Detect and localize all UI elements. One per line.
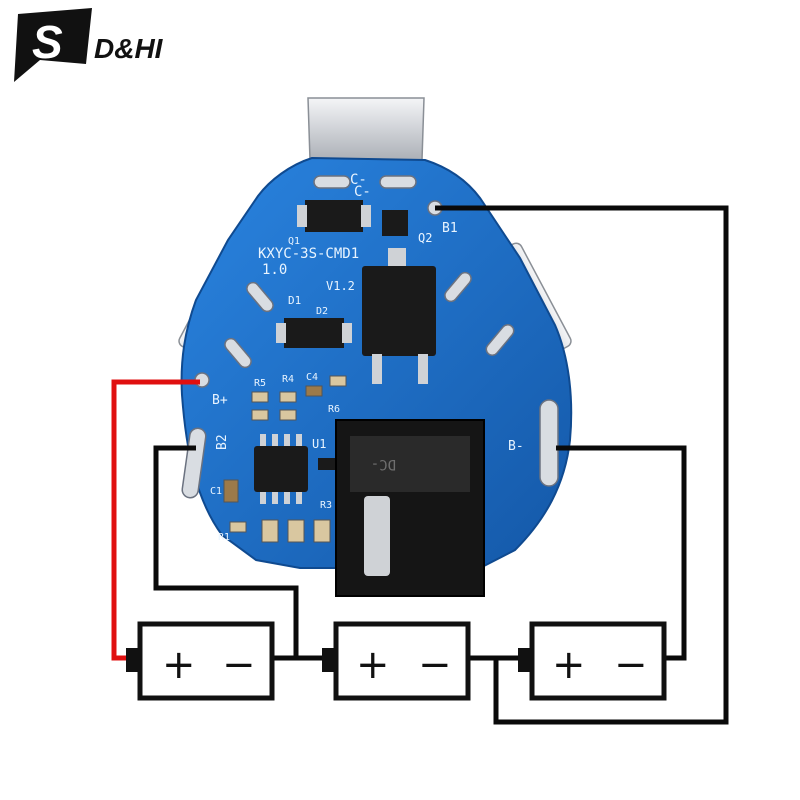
component-small-right <box>318 458 340 470</box>
diode-d2 <box>284 318 344 348</box>
resistor-bottom-1 <box>261 519 279 543</box>
battery-1-plus: + <box>162 642 196 688</box>
battery-1-minus: − <box>222 642 256 688</box>
pad-slot-left-lower <box>224 337 252 369</box>
label-c-minus-2: C- <box>354 184 371 200</box>
capacitor-c1 <box>223 479 239 503</box>
resistor-small-1 <box>251 409 269 421</box>
battery-3-plus: + <box>552 642 586 688</box>
ic-u1-pins <box>260 434 302 504</box>
battery-2-plus: + <box>356 642 390 688</box>
wire-b-plus-red <box>111 379 200 661</box>
mosfet-leg-2 <box>418 354 428 384</box>
pad-slot-left-upper <box>246 281 274 313</box>
pad-slot-b-minus <box>539 399 559 487</box>
label-r4: R4 <box>282 374 294 385</box>
battery-2-minus: − <box>418 642 452 688</box>
label-c4: C4 <box>306 372 318 383</box>
resistor-r1 <box>229 521 247 533</box>
dc-jack-face <box>350 436 470 492</box>
transistor-q2 <box>382 210 408 236</box>
battery-2-body <box>333 621 471 701</box>
label-b-minus: B- <box>508 439 524 454</box>
label-c1: C1 <box>210 486 222 497</box>
resistor-r5 <box>251 391 269 403</box>
pad-slot-right-lower <box>485 324 515 356</box>
logo-badge-icon <box>14 8 92 82</box>
wire-b2 <box>153 445 330 661</box>
label-b2: B2 <box>215 434 230 450</box>
ic-u1 <box>254 446 308 492</box>
label-r1: R1 <box>218 532 230 543</box>
brand-logo: S D&HI <box>14 8 164 82</box>
components <box>223 200 485 597</box>
battery-3-terminal <box>518 648 532 672</box>
diode-d1-lead <box>297 205 307 227</box>
diode-d1-lead-2 <box>361 205 371 227</box>
resistor-bottom-3 <box>313 519 331 543</box>
label-r5: R5 <box>254 378 266 389</box>
label-r6: R6 <box>328 404 340 415</box>
label-dc-marking: DC- <box>371 456 396 472</box>
label-b-plus: B+ <box>212 393 228 408</box>
battery-3-body <box>529 621 667 701</box>
mosfet-leg-1 <box>372 354 382 384</box>
diode-d2-lead <box>276 323 286 343</box>
label-d1: D1 <box>288 294 301 307</box>
logo-mark: S <box>32 16 63 68</box>
pad-slot-right-upper <box>444 271 472 303</box>
resistor-r4 <box>279 391 297 403</box>
wire-b-minus <box>556 445 687 661</box>
silkscreen: C- C- KXYC-3S-CMD1 1.0 V1.2 Q1 Q2 B1 D1 … <box>210 172 524 543</box>
label-u1: U1 <box>312 437 326 451</box>
battery-2: + − <box>322 621 471 701</box>
pad-slot-c1 <box>313 175 351 189</box>
mosfet-tab <box>388 248 406 270</box>
label-r3: R3 <box>320 500 332 511</box>
capacitor-c4 <box>305 385 323 397</box>
label-b1: B1 <box>442 221 458 236</box>
mosfet-main <box>362 266 436 356</box>
pad-slot-c2 <box>379 175 417 189</box>
diode-d1 <box>305 200 363 232</box>
battery-1-body <box>137 621 275 701</box>
wire-b1 <box>435 205 729 725</box>
resistor-small-2 <box>279 409 297 421</box>
battery-3-minus: − <box>614 642 648 688</box>
wires <box>111 205 729 725</box>
board-model: KXYC-3S-CMD1 <box>258 246 359 262</box>
label-q2: Q2 <box>418 231 432 245</box>
diode-d2-lead-2 <box>342 323 352 343</box>
resistor-bottom-2 <box>287 519 305 543</box>
battery-1-terminal <box>126 648 140 672</box>
pad-slot-b2 <box>181 427 207 499</box>
battery-1: + − <box>126 621 275 701</box>
label-d2: D2 <box>316 306 328 317</box>
battery-3: + − <box>518 621 667 701</box>
resistor-r6 <box>329 375 347 387</box>
logo-brand-text: D&HI <box>94 33 164 64</box>
battery-2-terminal <box>322 648 336 672</box>
pad-slots <box>181 175 559 499</box>
dc-jack-pin <box>364 496 390 576</box>
label-q1: Q1 <box>288 236 300 247</box>
label-c-minus-1: C- <box>350 172 367 188</box>
board-version: V1.2 <box>326 279 355 293</box>
board-model-rev: 1.0 <box>262 262 287 278</box>
